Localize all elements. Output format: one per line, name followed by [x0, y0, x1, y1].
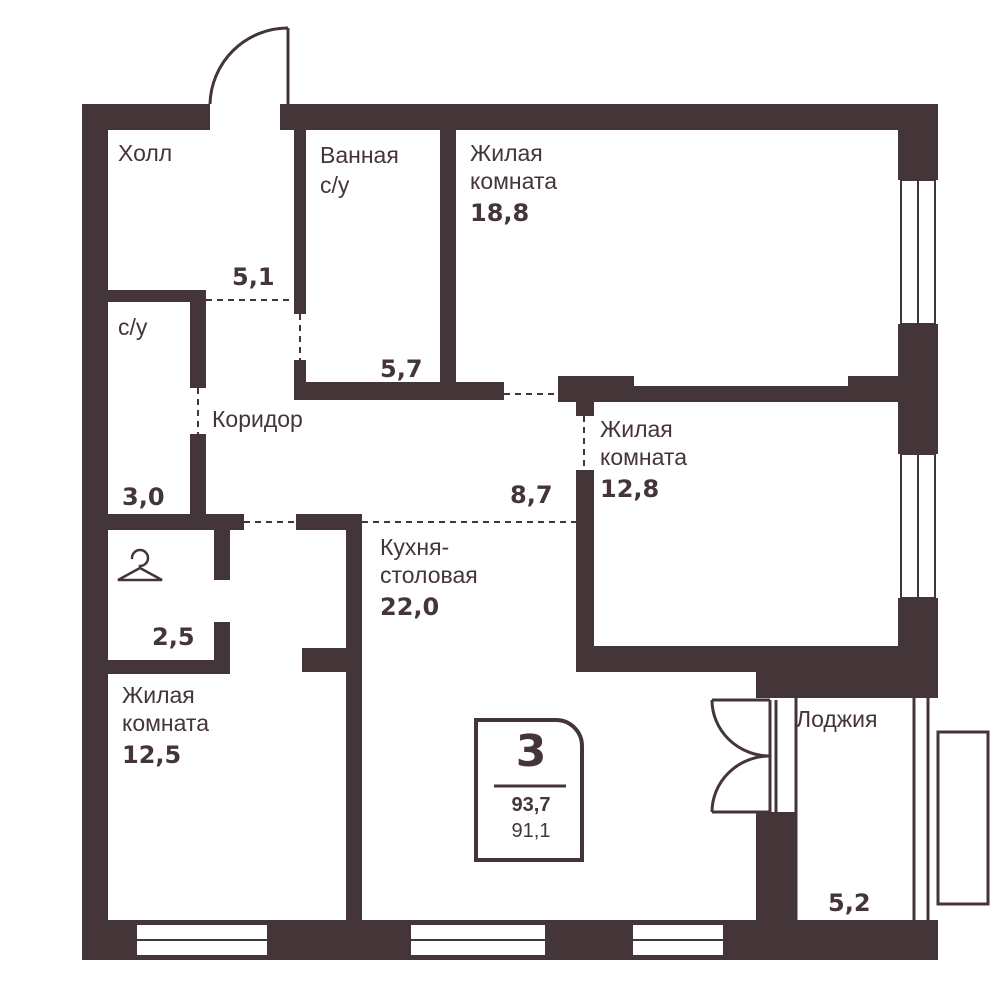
balcony-box [936, 730, 990, 906]
living3-wall-right [346, 672, 362, 922]
room-area-kitchen: 22,0 [380, 593, 440, 621]
room-name-wc: с/у [118, 314, 148, 340]
hall-wall [108, 290, 206, 302]
badge-total-area: 93,7 [511, 794, 551, 816]
room-area-living2: 12,8 [600, 475, 660, 503]
badge-room-count: 3 [515, 726, 547, 777]
room-area-living1: 18,8 [470, 199, 530, 227]
bath-wall-left-top [294, 104, 306, 314]
living3-wall-stub [302, 648, 362, 672]
room-area-wardrobe: 2,5 [152, 623, 195, 651]
room-area-hall: 5,1 [232, 263, 275, 291]
wardrobe-floor [108, 660, 230, 674]
room-area-living3: 12,5 [122, 741, 182, 769]
living2-wall-left [576, 470, 594, 672]
wc-wall-top [190, 290, 206, 388]
bath-wall-bottom [294, 382, 504, 400]
room-name-bathroom-line2: с/у [320, 172, 350, 198]
door-openings [197, 299, 585, 523]
room-name-living3-line2: комната [122, 710, 209, 736]
apartment-badge [474, 718, 584, 862]
right-wall-top [898, 104, 938, 180]
room-area-loggia: 5,2 [828, 889, 871, 917]
room-name-kitchen-line2: столовая [380, 562, 478, 588]
room-name-living1-line2: комната [470, 168, 557, 194]
room-area-corridor: 8,7 [510, 481, 553, 509]
room-area-wc: 3,0 [122, 483, 165, 511]
room-name-hall: Холл [118, 140, 173, 166]
loggia-frame [794, 682, 990, 940]
outer-wall-top-right [280, 104, 938, 130]
living-divider [558, 386, 898, 402]
entrance-door [208, 26, 290, 105]
room-name-living3-line1: Жилая [122, 682, 195, 708]
window-mullions [136, 180, 919, 941]
room-name-living2-line2: комната [600, 444, 687, 470]
loggia-wall-left [756, 812, 796, 960]
living3-wall-right-top [346, 514, 362, 650]
room-area-bathroom: 5,7 [380, 355, 423, 383]
loggia-wall-left-top [756, 662, 800, 698]
living2-wall-left-top [576, 402, 594, 416]
right-wall-mid1 [898, 324, 938, 454]
room-name-living1-line1: Жилая [470, 140, 543, 166]
room-name-bathroom-line1: Ванная [320, 142, 399, 168]
bath-wall-right [440, 104, 456, 400]
room-name-living2-line1: Жилая [600, 416, 673, 442]
wardrobe-wall-top [214, 530, 230, 580]
badge-frame [474, 718, 584, 862]
pillar-right [848, 376, 898, 402]
wc-wall-bottom [190, 434, 206, 530]
room-name-kitchen-line1: Кухня- [380, 534, 450, 560]
living3-wall-top [296, 514, 362, 530]
room-name-corridor: Коридор [212, 406, 303, 432]
outer-wall-left [82, 104, 108, 960]
room-name-loggia: Лоджия [796, 706, 878, 732]
loggia-door [710, 698, 778, 814]
hanger-icon [117, 548, 163, 582]
badge-living-area: 91,1 [511, 820, 551, 842]
wc-wall-floor [108, 514, 244, 530]
